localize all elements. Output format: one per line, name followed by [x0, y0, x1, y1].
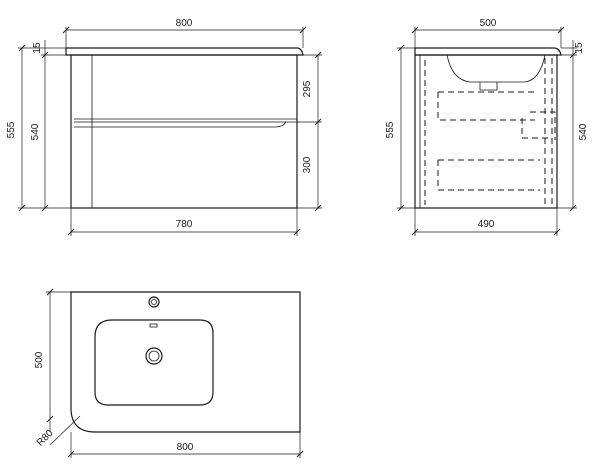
- side-drain: [479, 82, 498, 91]
- plan-tap-hole-outer: [148, 296, 160, 308]
- side-hidden-siphon: [521, 111, 556, 140]
- plan-drain-outer: [145, 347, 163, 365]
- front-top-width-label: 800: [176, 18, 193, 29]
- plan-radius-label: R80: [35, 428, 56, 449]
- side-hidden-drawer-bottom: [437, 159, 540, 191]
- front-top-thickness-label: 15: [32, 42, 43, 54]
- side-countertop: [414, 47, 562, 56]
- side-top-thickness-label: 15: [574, 42, 585, 54]
- plan-basin-outline: [94, 319, 214, 406]
- side-cabinet-height-label: 540: [578, 123, 589, 140]
- plan-overflow-slot: [149, 323, 158, 328]
- front-bottom-drawer-label: 300: [302, 156, 313, 173]
- front-view: 800 555 540 15 295 300 78: [6, 18, 322, 236]
- front-countertop: [65, 47, 304, 56]
- plan-depth-label: 500: [34, 351, 45, 368]
- front-top-drawer-label: 295: [302, 80, 313, 97]
- plan-tap-hole-inner: [151, 299, 157, 305]
- side-view: 500 555 15 540 490: [385, 18, 589, 236]
- side-cabinet-depth-label: 490: [478, 219, 495, 230]
- plan-drain-inner: [148, 350, 160, 362]
- front-drawer-divider: [74, 121, 297, 128]
- side-cabinet-body: [414, 54, 558, 209]
- front-cabinet-height-label: 540: [30, 123, 41, 140]
- side-hidden-drawer-top: [437, 91, 535, 121]
- front-cabinet-body: [70, 54, 298, 209]
- side-hidden-back: [424, 58, 553, 205]
- plan-width-label: 800: [177, 442, 194, 453]
- plan-radius-leader: [49, 415, 81, 446]
- front-cabinet-width-label: 780: [176, 219, 193, 230]
- side-overall-height-label: 555: [385, 121, 396, 138]
- side-top-depth-label: 500: [480, 18, 497, 29]
- front-overall-height-label: 555: [6, 121, 17, 138]
- side-basin-curve: [446, 54, 546, 83]
- plan-view: 500 R80 800: [34, 288, 304, 458]
- plan-top-outline: [70, 291, 301, 433]
